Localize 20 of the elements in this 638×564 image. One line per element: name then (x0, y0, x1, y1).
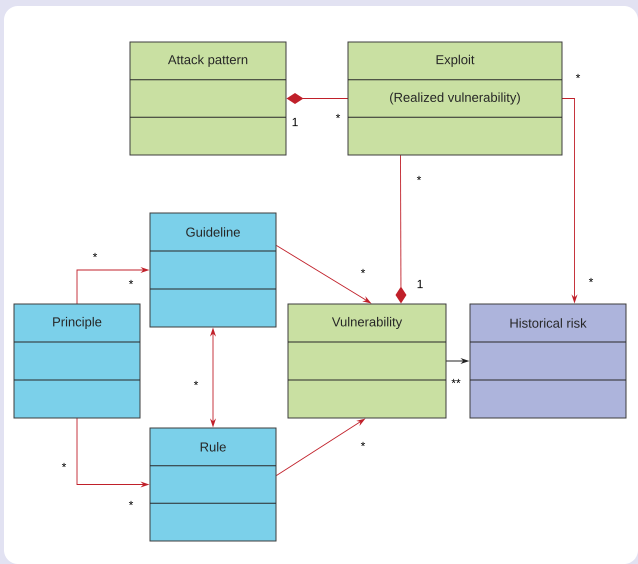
multiplicity-label: * (194, 380, 198, 386)
multiplicity-label: * (416, 176, 422, 180)
class-box: Vulnerability (288, 304, 446, 418)
multiplicity-label: * (576, 74, 580, 78)
connector (286, 93, 348, 104)
class-box: Guideline (150, 212, 276, 328)
multiplicity-label: * (128, 500, 134, 506)
multiplicity-label: * (360, 268, 366, 274)
class-box: Attack pattern (130, 42, 286, 156)
multiplicity-label: 1 (418, 280, 423, 288)
class-box: Exploit (Realized vulnerability) (348, 42, 562, 156)
class-box: Historical risk (470, 304, 626, 418)
multiplicity-label: * (128, 280, 134, 284)
class-box: Principle (14, 304, 140, 418)
multiplicity-label: * (62, 462, 66, 468)
multiplicity-label: * (588, 278, 594, 282)
multiplicity-label: ** (452, 378, 460, 384)
multiplicity-label: * (360, 442, 366, 446)
class-box: Rule (150, 428, 276, 542)
multiplicity-label: * (92, 252, 98, 258)
